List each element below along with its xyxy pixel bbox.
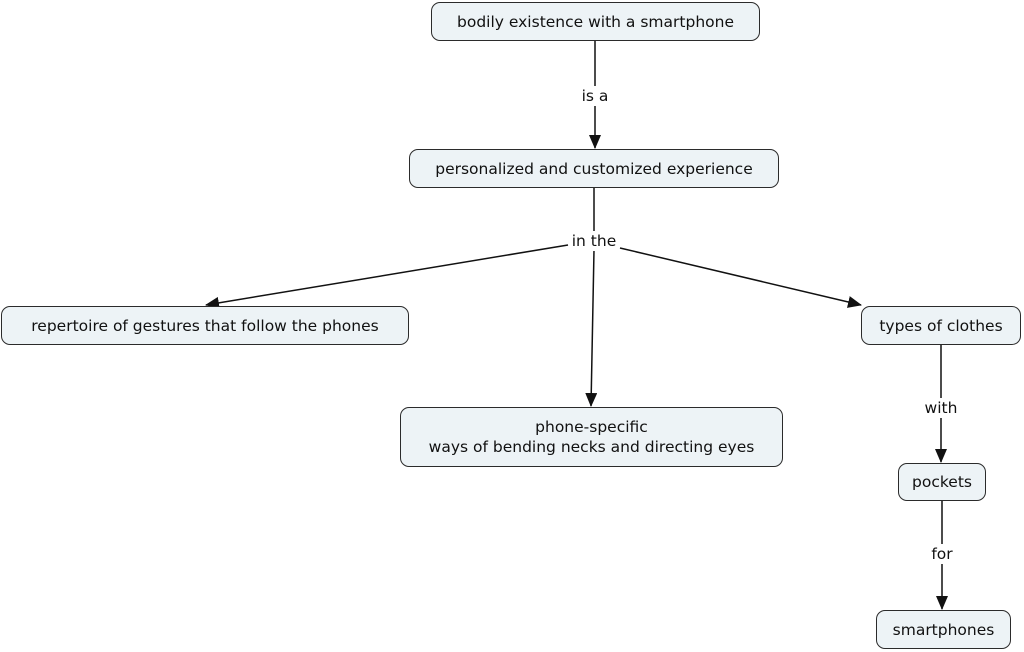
node-phone-specific[interactable]: phone-specific ways of bending necks and… — [400, 407, 783, 467]
node-phone-specific-line2: ways of bending necks and directing eyes — [428, 438, 755, 456]
edge-in-the-to-repertoire — [205, 244, 569, 309]
node-repertoire-of-gestures-label: repertoire of gestures that follow the p… — [31, 316, 379, 335]
link-label-is-a: is a — [579, 86, 611, 106]
node-types-of-clothes-label: types of clothes — [879, 316, 1003, 335]
node-personalized-experience-label: personalized and customized experience — [435, 159, 753, 178]
node-pockets-label: pockets — [912, 473, 972, 491]
node-pockets[interactable]: pockets — [898, 463, 986, 501]
node-repertoire-of-gestures[interactable]: repertoire of gestures that follow the p… — [1, 306, 409, 345]
node-phone-specific-line1: phone-specific — [535, 418, 648, 436]
node-smartphones[interactable]: smartphones — [876, 610, 1011, 649]
node-personalized-experience[interactable]: personalized and customized experience — [409, 149, 779, 188]
link-label-for: for — [929, 544, 955, 564]
edge-in-the-to-phone-specific — [585, 249, 598, 407]
link-label-in-the: in the — [569, 231, 619, 251]
node-bodily-existence-label: bodily existence with a smartphone — [457, 12, 734, 31]
node-smartphones-label: smartphones — [892, 620, 995, 639]
link-label-with: with — [922, 398, 960, 418]
node-types-of-clothes[interactable]: types of clothes — [861, 306, 1021, 345]
node-bodily-existence[interactable]: bodily existence with a smartphone — [431, 2, 760, 41]
edge-in-the-to-clothes — [619, 247, 862, 308]
